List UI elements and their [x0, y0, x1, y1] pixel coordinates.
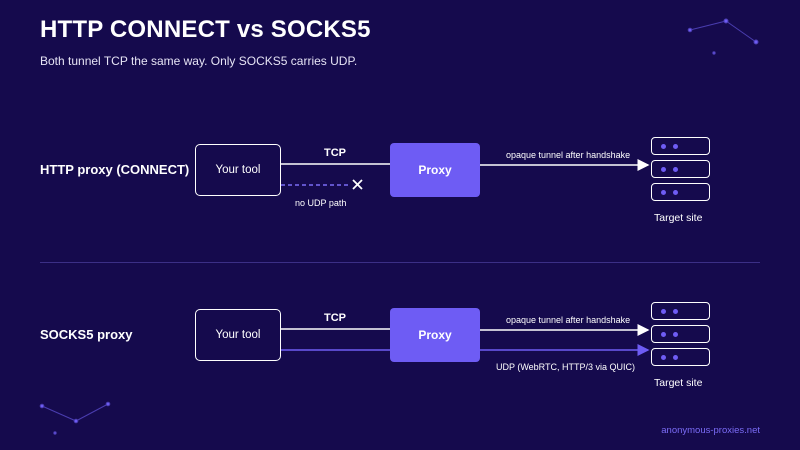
- socks-proxy-label: Proxy: [418, 328, 452, 342]
- row-divider: [40, 262, 760, 263]
- server-rack-unit: [651, 325, 710, 343]
- http-proxy-label: Proxy: [418, 163, 452, 177]
- http-client-box: Your tool: [195, 144, 281, 196]
- server-rack-unit: [651, 183, 710, 201]
- server-rack-unit: [651, 302, 710, 320]
- footer-brand-link[interactable]: anonymous-proxies.net: [661, 425, 760, 436]
- constellation-top-right-icon: [687, 18, 759, 55]
- http-udp-label: no UDP path: [295, 198, 347, 208]
- socks-udp-label: UDP (WebRTC, HTTP/3 via QUIC): [496, 362, 636, 372]
- udp-blocked-icon: [352, 179, 363, 190]
- http-target-label: Target site: [654, 212, 703, 224]
- constellation-bottom-left-icon: [39, 401, 111, 435]
- socks-proxy-row-label: SOCKS5 proxy: [40, 327, 133, 342]
- http-proxy-box: Proxy: [390, 143, 480, 197]
- http-tcp-label: TCP: [324, 147, 346, 159]
- socks-tcp-label: TCP: [324, 312, 346, 324]
- socks-client-box: Your tool: [195, 309, 281, 361]
- http-proxy-row-label: HTTP proxy (CONNECT): [40, 162, 190, 177]
- server-rack-unit: [651, 160, 710, 178]
- server-rack-unit: [651, 137, 710, 155]
- http-client-label: Your tool: [215, 164, 261, 176]
- page-title: HTTP CONNECT vs SOCKS5: [40, 16, 371, 43]
- page-subtitle: Both tunnel TCP the same way. Only SOCKS…: [40, 54, 358, 68]
- socks-target-label: Target site: [654, 377, 703, 389]
- server-rack-unit: [651, 348, 710, 366]
- socks-tunnel-label: opaque tunnel after handshake: [506, 315, 631, 325]
- socks-proxy-box: Proxy: [390, 308, 480, 362]
- socks-client-label: Your tool: [215, 329, 261, 341]
- http-tunnel-label: opaque tunnel after handshake: [506, 150, 631, 160]
